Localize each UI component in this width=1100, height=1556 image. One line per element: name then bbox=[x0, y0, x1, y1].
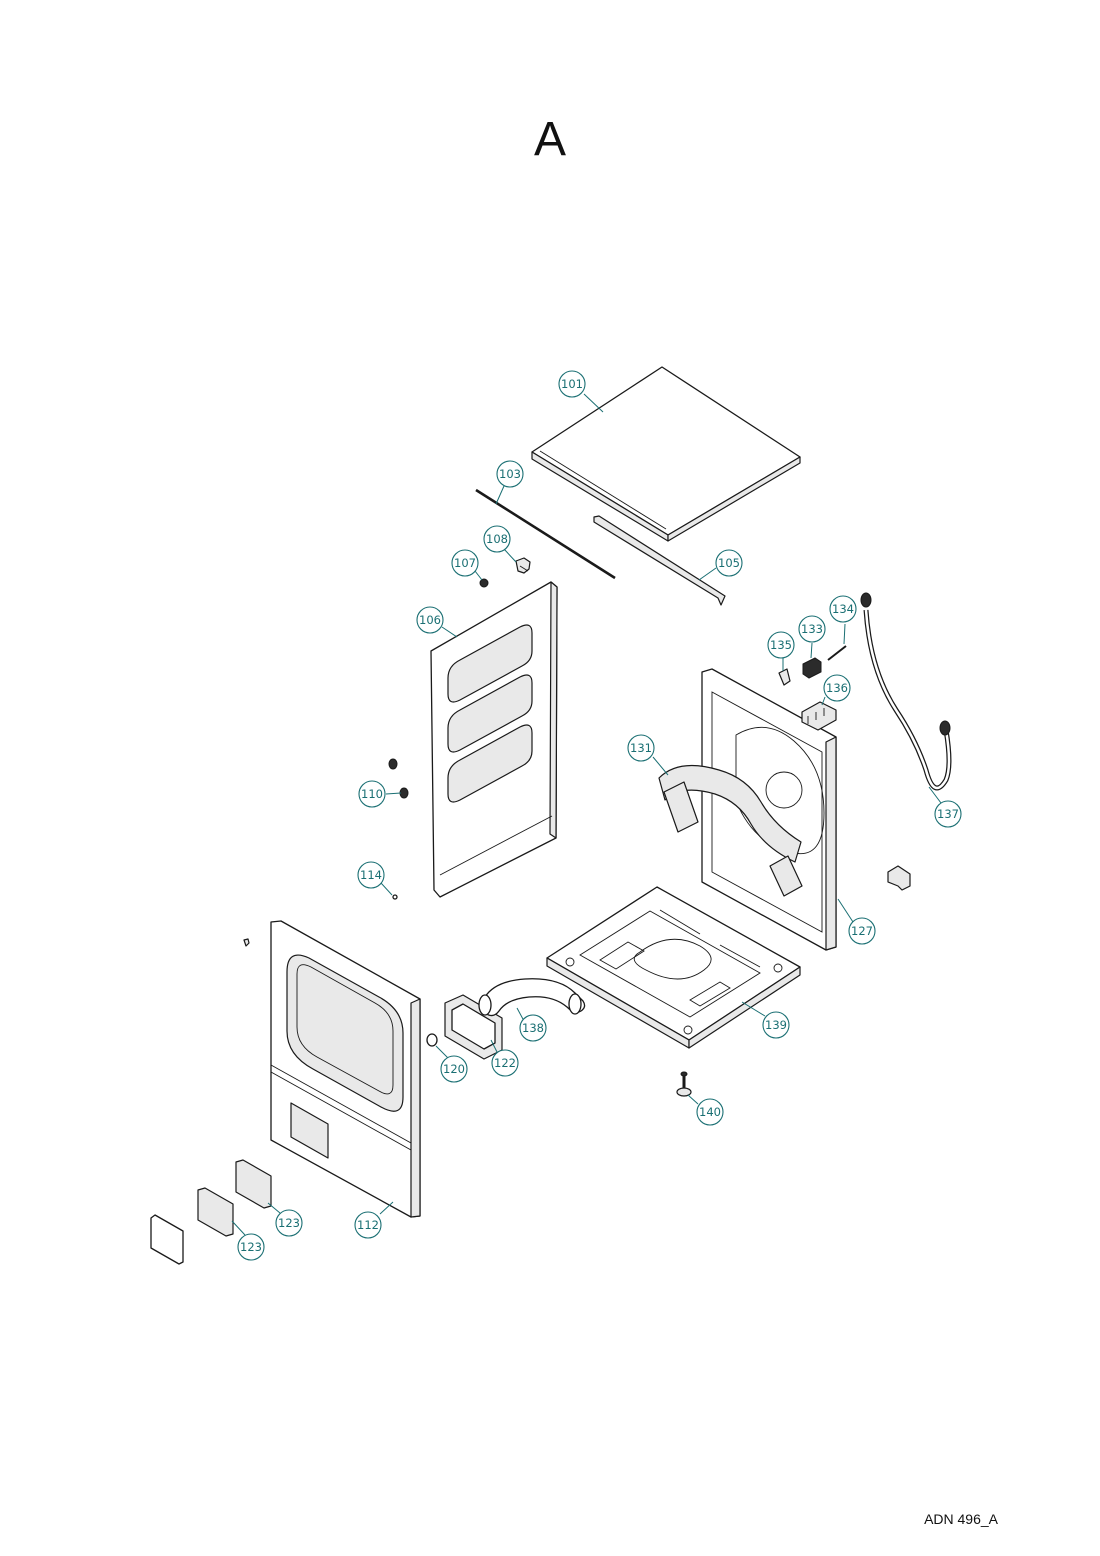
callout-123-upper: 123 bbox=[275, 1209, 303, 1237]
part-inlet-hose bbox=[860, 592, 952, 791]
callout-139: 139 bbox=[762, 1011, 790, 1039]
part-fasteners bbox=[388, 758, 409, 799]
part-valve bbox=[802, 657, 822, 679]
part-bracket bbox=[887, 865, 911, 891]
part-foot bbox=[676, 1071, 692, 1097]
part-screw bbox=[827, 645, 847, 661]
callout-label: 123 bbox=[278, 1216, 300, 1230]
part-base bbox=[546, 886, 801, 1049]
callout-label: 133 bbox=[801, 622, 823, 636]
part-covers bbox=[150, 1159, 272, 1265]
callout-label: 103 bbox=[499, 467, 521, 481]
callout-136: 136 bbox=[823, 674, 851, 702]
callout-138: 138 bbox=[519, 1014, 547, 1042]
callout-label: 136 bbox=[826, 681, 848, 695]
part-top-cover bbox=[531, 366, 801, 542]
part-pin bbox=[392, 894, 398, 900]
callout-137: 137 bbox=[934, 800, 962, 828]
callout-label: 105 bbox=[718, 556, 740, 570]
callout-106: 106 bbox=[416, 606, 444, 634]
part-back-panel bbox=[701, 668, 837, 951]
document-code: ADN 496_A bbox=[924, 1511, 998, 1527]
callout-label: 107 bbox=[454, 556, 476, 570]
callout-107: 107 bbox=[451, 549, 479, 577]
part-hook bbox=[778, 668, 791, 686]
callout-label: 108 bbox=[486, 532, 508, 546]
callout-114: 114 bbox=[357, 861, 385, 889]
part-rod bbox=[475, 488, 616, 580]
callout-133: 133 bbox=[798, 615, 826, 643]
callout-label: 114 bbox=[360, 868, 382, 882]
callout-108: 108 bbox=[483, 525, 511, 553]
callout-103: 103 bbox=[496, 460, 524, 488]
callout-label: 123 bbox=[240, 1240, 262, 1254]
part-plug bbox=[426, 1033, 438, 1047]
leader-lines bbox=[231, 393, 942, 1236]
callout-110: 110 bbox=[358, 780, 386, 808]
callout-label: 127 bbox=[851, 924, 873, 938]
part-front-panel bbox=[270, 920, 421, 1218]
callout-label: 137 bbox=[937, 807, 959, 821]
callout-label: 138 bbox=[522, 1021, 544, 1035]
callout-label: 140 bbox=[699, 1105, 721, 1119]
part-small-cap bbox=[243, 938, 250, 947]
callout-131: 131 bbox=[627, 734, 655, 762]
page-title: A bbox=[533, 113, 566, 166]
callout-label: 110 bbox=[361, 787, 383, 801]
callout-123-lower: 123 bbox=[237, 1233, 265, 1261]
callout-label: 120 bbox=[443, 1062, 465, 1076]
part-side-panel bbox=[430, 581, 558, 898]
callout-120: 120 bbox=[440, 1055, 468, 1083]
callout-140: 140 bbox=[696, 1098, 724, 1126]
callout-112: 112 bbox=[354, 1211, 382, 1239]
callout-122: 122 bbox=[491, 1049, 519, 1077]
part-hose bbox=[478, 978, 586, 1017]
callout-label: 139 bbox=[765, 1018, 787, 1032]
callout-127: 127 bbox=[848, 917, 876, 945]
callout-label: 131 bbox=[630, 741, 652, 755]
callout-134: 134 bbox=[829, 595, 857, 623]
callout-135: 135 bbox=[767, 631, 795, 659]
callout-label: 112 bbox=[357, 1218, 379, 1232]
callout-label: 122 bbox=[494, 1056, 516, 1070]
callout-label: 135 bbox=[770, 638, 792, 652]
part-clip bbox=[515, 557, 531, 574]
callout-label: 101 bbox=[561, 377, 583, 391]
callout-101: 101 bbox=[558, 370, 586, 398]
part-duct bbox=[658, 764, 803, 897]
part-nut bbox=[479, 578, 489, 588]
part-connector-block bbox=[801, 701, 837, 731]
callout-105: 105 bbox=[715, 549, 743, 577]
callout-label: 134 bbox=[832, 602, 854, 616]
part-strip bbox=[593, 515, 726, 606]
callout-label: 106 bbox=[419, 613, 441, 627]
